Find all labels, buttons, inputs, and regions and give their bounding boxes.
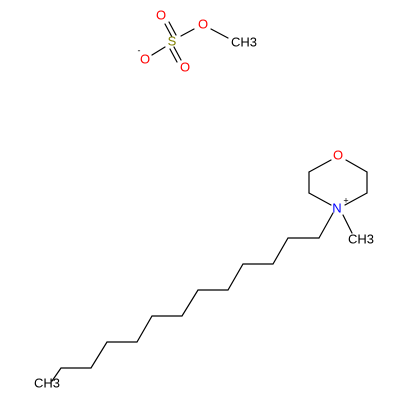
methyl-sulfate-anion: [151, 21, 229, 63]
atom-nitrogen: N: [332, 200, 341, 215]
charge-minus: -: [138, 45, 141, 55]
morpholinium-ring: [308, 159, 368, 239]
bond-s-o-minus: [151, 46, 166, 56]
atom-oxygen-ester: O: [198, 16, 208, 31]
atom-oxygen-minus: O: [140, 51, 150, 66]
atom-methyl-sulfate-carbon: CH3: [231, 34, 257, 49]
bond-o-ch3: [210, 28, 229, 39]
bond-n-chain: [318, 212, 334, 239]
atom-oxygen-upper: O: [156, 7, 166, 22]
atom-labels: S O O O O - CH3 O N + CH3 CH3: [34, 7, 374, 390]
bond-ring-n-c-right: [344, 192, 368, 206]
bond-s-o-upper-b: [168, 21, 177, 36]
bond-s-o-ester: [180, 28, 195, 37]
bond-ring-c-n-left: [308, 192, 332, 206]
charge-plus: +: [343, 195, 348, 205]
atom-oxygen-lower: O: [180, 59, 190, 74]
bond-n-ch3: [342, 214, 353, 234]
bond-s-o-lower-b: [173, 46, 182, 61]
dodecyl-chain: [51, 237, 320, 382]
atom-ring-oxygen: O: [333, 147, 343, 162]
bond-s-o-upper-a: [164, 23, 173, 38]
atom-terminal-carbon: CH3: [34, 375, 60, 390]
atom-sulfur: S: [168, 33, 177, 48]
atom-n-methyl-carbon: CH3: [348, 231, 374, 246]
bond-ring-c-o-right: [345, 159, 368, 173]
bond-ring-o-c-left: [308, 159, 332, 173]
bond-s-o-lower-a: [169, 48, 178, 63]
